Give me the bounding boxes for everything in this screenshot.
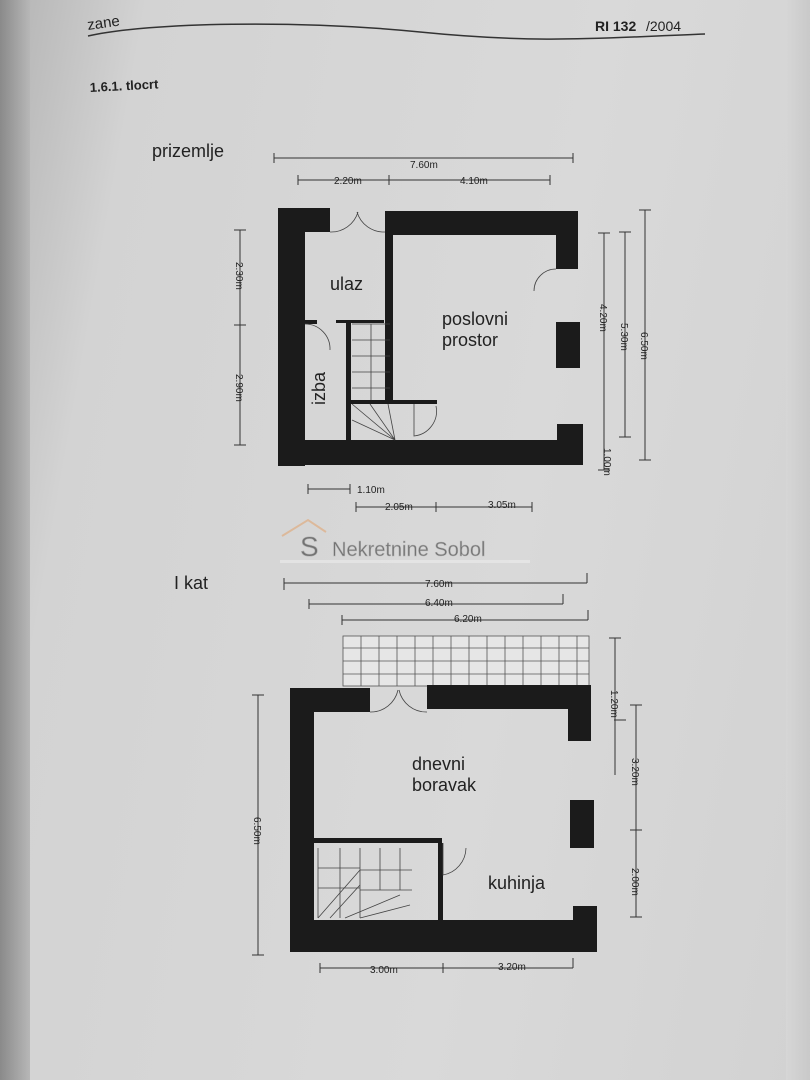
first-floor-plan bbox=[290, 685, 597, 952]
dim-first-top-b: 6.40m bbox=[425, 598, 453, 609]
room-izba: izba bbox=[309, 371, 329, 405]
svg-text:S: S bbox=[300, 531, 319, 562]
first-floor-terrace-grid bbox=[342, 635, 590, 687]
dim-ground-top-left: 2.20m bbox=[334, 176, 362, 187]
header-left: zane bbox=[86, 13, 121, 34]
header-doc-year: /2004 bbox=[646, 18, 681, 34]
first-floor-stairs bbox=[317, 689, 467, 919]
dim-first-right-b: 3.20m bbox=[629, 758, 640, 786]
room-kuhinja: kuhinja bbox=[488, 873, 546, 893]
ground-floor-plan bbox=[278, 208, 583, 466]
ground-floor-title: prizemlje bbox=[152, 141, 224, 161]
dim-ground-bottom-a: 1.10m bbox=[357, 485, 385, 496]
header-rule bbox=[87, 23, 706, 40]
room-ulaz: ulaz bbox=[330, 274, 363, 294]
watermark-logo: S Nekretnine Sobol bbox=[280, 518, 530, 563]
dim-ground-left-upper: 2.30m bbox=[233, 262, 244, 290]
dim-ground-bottom-b: 2.05m bbox=[385, 502, 413, 513]
section-title: 1.6.1. tlocrt bbox=[89, 76, 159, 95]
dim-ground-right-a: 4.20m bbox=[597, 304, 608, 332]
dim-first-right-c: 2.00m bbox=[629, 868, 640, 896]
dim-ground-right-d: 1.00m bbox=[601, 448, 612, 476]
ground-floor-stairs bbox=[304, 211, 557, 441]
room-dnevni: dnevni bbox=[412, 754, 465, 774]
room-boravak: boravak bbox=[412, 775, 477, 795]
dim-first-bottom-a: 3.00m bbox=[370, 965, 398, 976]
dim-first-bottom-b: 3.20m bbox=[498, 962, 526, 973]
dim-first-top-a: 7.60m bbox=[425, 579, 453, 590]
page-stack-edge bbox=[786, 0, 810, 1080]
first-floor-title: I kat bbox=[174, 573, 208, 593]
header-doc-number: RI 132 bbox=[595, 18, 636, 34]
dim-first-top-c: 6.20m bbox=[454, 614, 482, 625]
dim-ground-top-total: 7.60m bbox=[410, 160, 438, 171]
room-prostor: prostor bbox=[442, 330, 498, 350]
dim-first-right-a: 1.20m bbox=[608, 690, 619, 718]
dim-ground-left-lower: 2.90m bbox=[233, 374, 244, 402]
binder-edge bbox=[0, 0, 34, 1080]
dim-ground-top-right: 4.10m bbox=[460, 176, 488, 187]
dim-ground-bottom-c: 3.05m bbox=[488, 500, 516, 511]
dim-ground-right-c: 6.50m bbox=[638, 332, 649, 360]
first-floor-dimension-lines bbox=[252, 573, 642, 973]
dim-ground-right-b: 5.30m bbox=[618, 323, 629, 351]
room-poslovni: poslovni bbox=[442, 309, 508, 329]
dim-first-left: 6.50m bbox=[251, 817, 262, 845]
watermark-text: Nekretnine Sobol bbox=[332, 539, 485, 561]
ground-floor-dimension-lines bbox=[234, 153, 651, 512]
